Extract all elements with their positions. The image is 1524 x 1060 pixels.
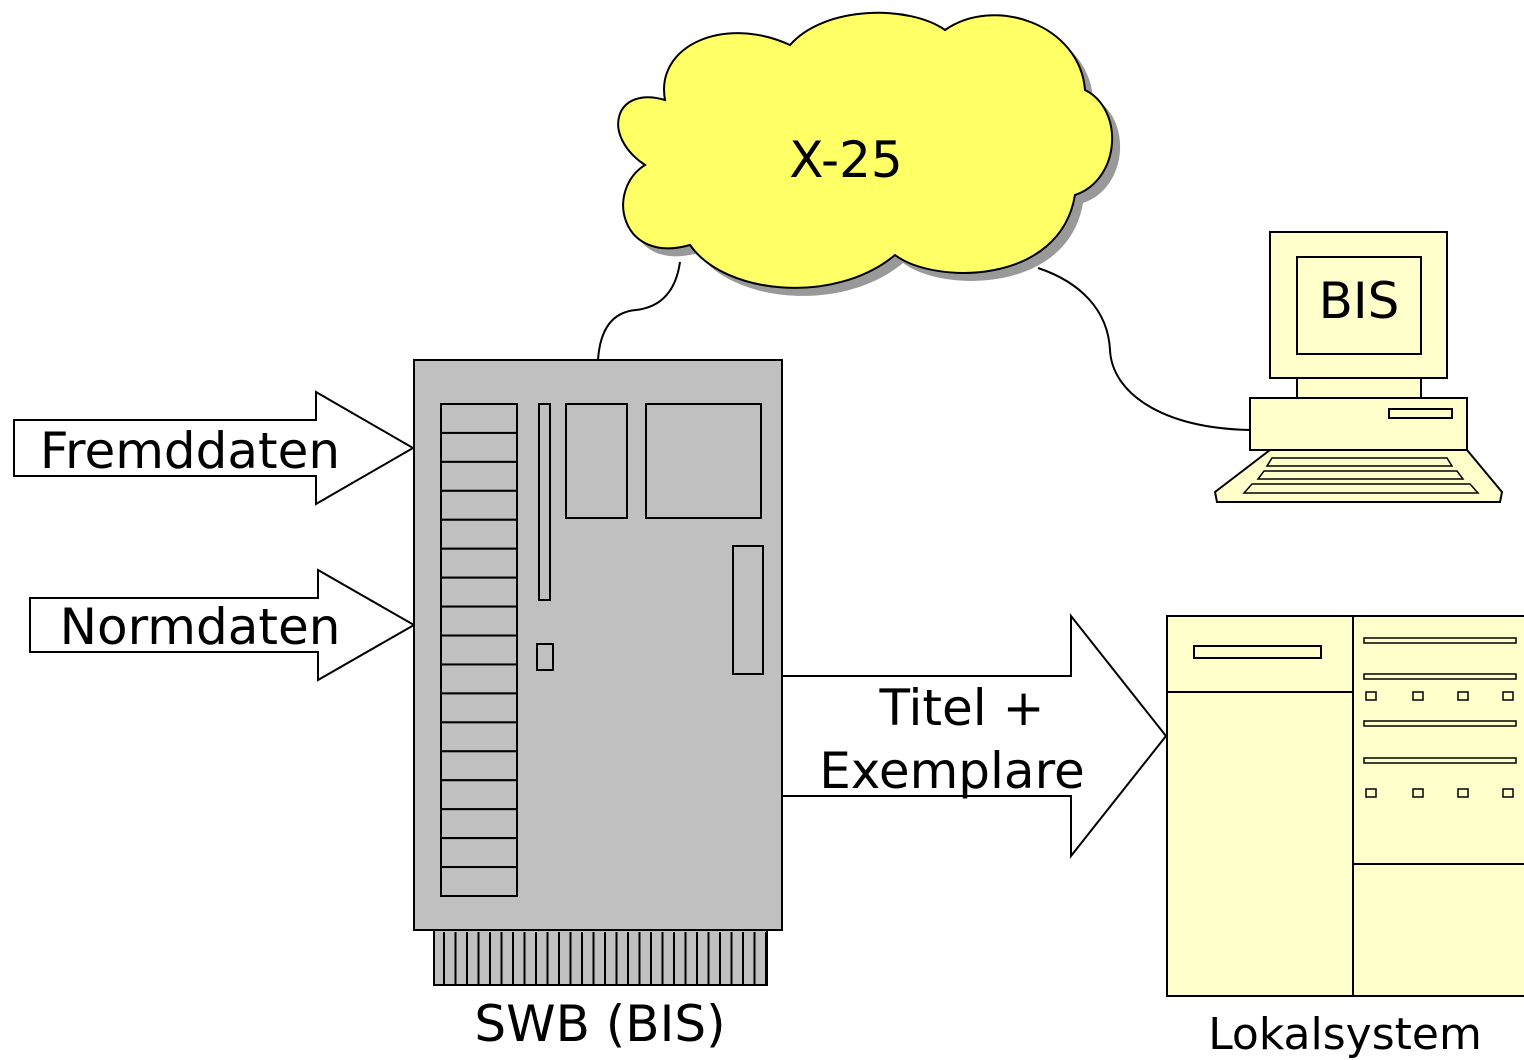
indicator-light (1502, 691, 1514, 701)
computer-unit (1249, 397, 1468, 451)
x25-cloud: X-25 (617, 11, 1121, 296)
output-label-line2: Exemplare (819, 742, 1085, 800)
indicator-light (1502, 788, 1514, 798)
server-slot-panel (538, 403, 551, 601)
server-side-panel (732, 545, 764, 675)
server: SWB (BIS) (413, 359, 783, 1053)
indicator-light (1412, 788, 1424, 798)
keyboard-row-2 (1256, 470, 1465, 480)
tape-slot-4 (1363, 757, 1517, 764)
monitor-stand (1296, 377, 1422, 399)
server-panel-right (645, 403, 762, 519)
local-system-drive (1193, 645, 1322, 659)
server-drive-bay (440, 576, 518, 608)
cloud-label: X-25 (789, 131, 902, 189)
indicator-light (1457, 788, 1469, 798)
server-drive-bay (440, 750, 518, 782)
input-label-normdaten: Normdaten (60, 598, 341, 656)
tape-slot-3 (1363, 720, 1517, 727)
indicator-light (1412, 691, 1424, 701)
indicator-light (1457, 691, 1469, 701)
server-drive-bay (440, 605, 518, 637)
server-panel-left (565, 403, 628, 519)
terminal-label: BIS (1319, 272, 1400, 330)
server-drive-bay (440, 431, 518, 463)
server-drive-bay (440, 721, 518, 753)
server-button (536, 643, 554, 671)
keyboard-row-1 (1265, 457, 1454, 467)
input-arrow-normdaten: Normdaten (29, 568, 417, 682)
local-system-label: Lokalsystem (1208, 1009, 1482, 1060)
local-system-left-cabinet (1166, 615, 1354, 997)
server-drive-bay (440, 866, 518, 898)
cloud-terminal-link (1037, 267, 1251, 431)
local-system-right-cabinet (1352, 615, 1524, 997)
monitor-screen (1296, 256, 1422, 355)
cloud-shape (617, 11, 1114, 289)
server-drive-bay (440, 692, 518, 724)
tape-slot-1 (1363, 637, 1517, 644)
server-drive-bay (440, 403, 518, 434)
keyboard-row-3 (1242, 483, 1480, 494)
server-drive-bays (440, 403, 518, 898)
local-system: Lokalsystem (1166, 615, 1524, 1060)
output-label-line1: Titel + (879, 679, 1045, 737)
server-drive-bay (440, 518, 518, 550)
server-drive-bay (440, 489, 518, 521)
input-arrow-fremddaten: Fremddaten (13, 390, 416, 506)
indicator-light (1365, 788, 1377, 798)
server-base (433, 929, 768, 986)
output-arrow: Titel + Exemplare (781, 613, 1168, 859)
server-drive-bay (440, 663, 518, 695)
server-drive-bay (440, 547, 518, 579)
server-label: SWB (BIS) (474, 995, 725, 1053)
server-vents (443, 932, 767, 984)
terminal: BIS (1213, 231, 1504, 503)
indicator-light (1365, 691, 1377, 701)
server-drive-bay (440, 837, 518, 869)
server-drive-bay (440, 779, 518, 811)
drive-slot (1388, 408, 1453, 419)
tape-slot-2 (1363, 673, 1517, 680)
server-drive-bay (440, 460, 518, 492)
input-label-fremddaten: Fremddaten (40, 422, 340, 480)
server-drive-bay (440, 808, 518, 840)
server-drive-bay (440, 634, 518, 666)
local-system-indicators (1365, 691, 1514, 798)
cloud-server-link (597, 261, 681, 361)
